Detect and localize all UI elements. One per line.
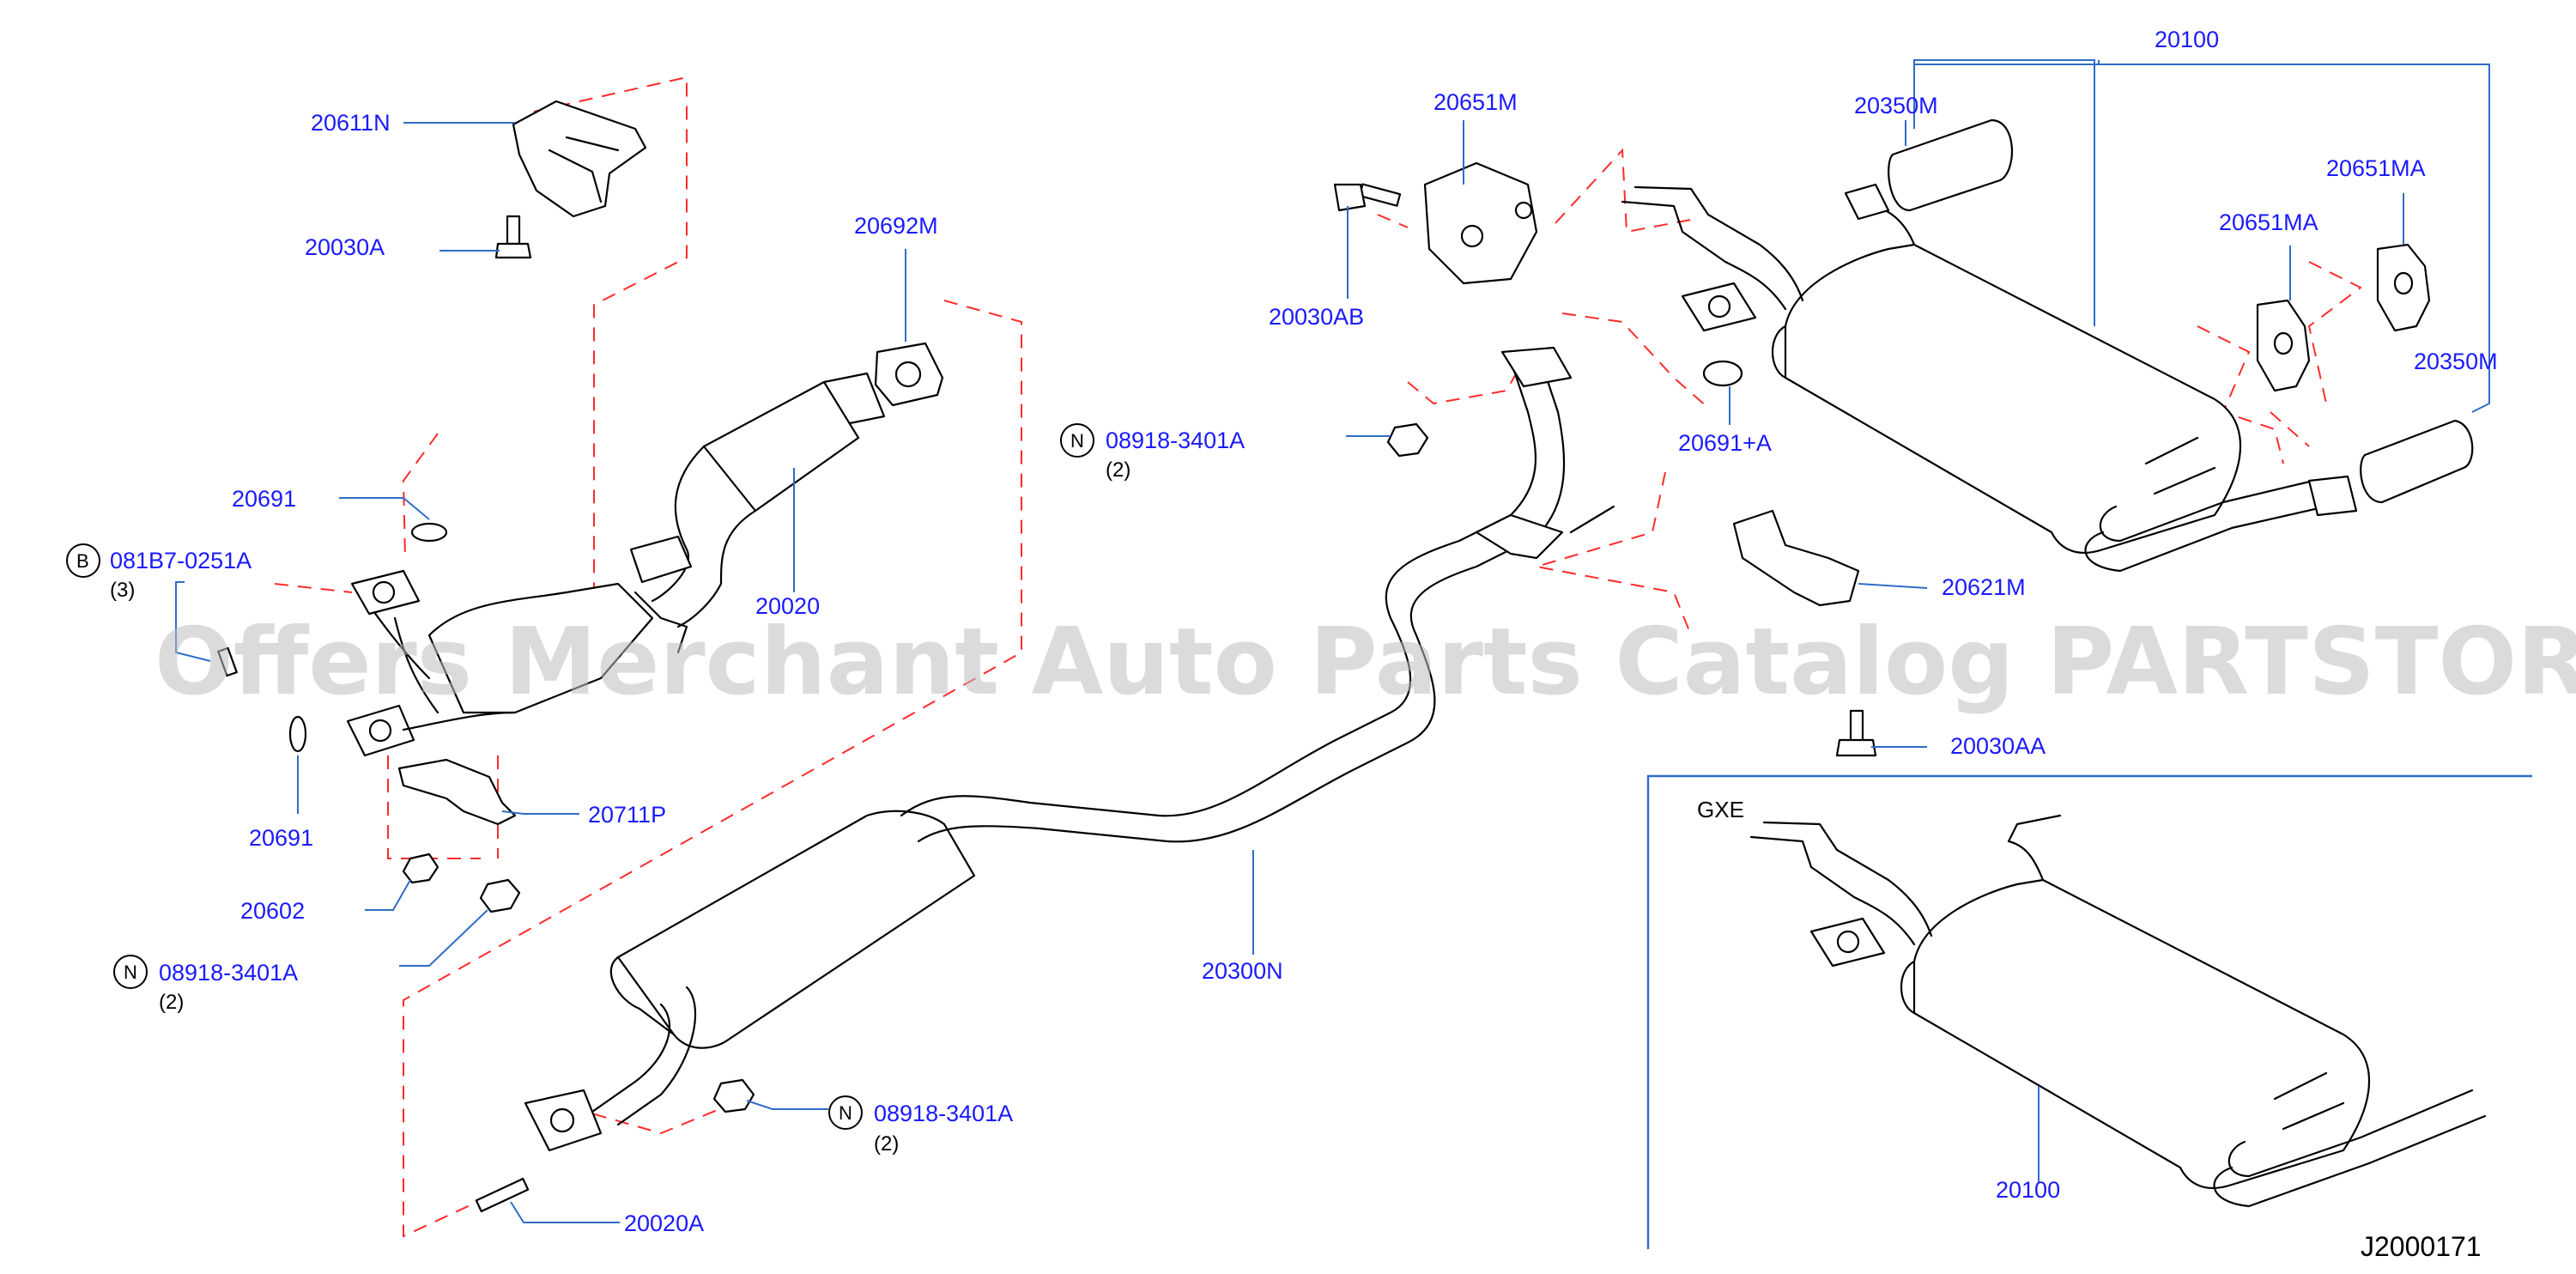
svg-text:N: N: [1070, 430, 1084, 452]
svg-text:B: B: [76, 550, 89, 572]
svg-text:N: N: [839, 1102, 852, 1124]
assembly-guide-lines: [274, 76, 2362, 1238]
label-20030AA[interactable]: 20030AA: [1950, 733, 2046, 759]
label-20692M[interactable]: 20692M: [854, 213, 938, 239]
label-20621M[interactable]: 20621M: [1942, 574, 2026, 600]
label-20611N[interactable]: 20611N: [311, 110, 391, 136]
seal-ring-20691-lower[interactable]: [288, 715, 307, 753]
gxe-inset: [1646, 774, 2532, 1249]
label-08918-3401A-top[interactable]: 08918-3401A: [1106, 428, 1245, 453]
label-inset-20100[interactable]: 20100: [1996, 1177, 2060, 1203]
exhaust-manifold-group: [217, 100, 944, 913]
inset-muffler-20100[interactable]: [1912, 878, 2371, 1189]
label-20030A[interactable]: 20030A: [305, 234, 385, 260]
bolt-20030AB[interactable]: [1333, 183, 1402, 212]
label-20020[interactable]: 20020: [755, 593, 820, 619]
nut-20602[interactable]: [402, 852, 439, 884]
tail-finisher-20350M-upper[interactable]: [1888, 118, 2014, 212]
part-labels: 20611N 20030A 20692M 20691 B 081B7-0251A…: [66, 27, 2498, 1262]
nut-08918-3401A-left[interactable]: [479, 878, 521, 913]
qty-08918-bottom: (2): [874, 1132, 899, 1156]
bracket-20611N[interactable]: [512, 100, 647, 218]
qty-08918-top: (2): [1106, 458, 1130, 482]
watermark-text: Offers Merchant Auto Parts Catalog PARTS…: [155, 609, 2576, 716]
svg-text:N: N: [124, 962, 137, 983]
label-20651MA-right[interactable]: 20651MA: [2326, 155, 2426, 181]
bracket-20711P[interactable]: [397, 758, 517, 826]
bolt-20030A[interactable]: [494, 215, 532, 259]
label-20100[interactable]: 20100: [2155, 27, 2219, 52]
main-muffler-group: [1333, 118, 2474, 757]
bolt-081B7-0251A[interactable]: [217, 646, 238, 677]
mount-20651M[interactable]: [1423, 161, 1538, 285]
nut-08918-3401A-top[interactable]: [1386, 422, 1429, 458]
label-20350M-lower[interactable]: 20350M: [2414, 349, 2498, 374]
nut-prefix-badge-2: N: [828, 1095, 863, 1130]
front-pipe-20020[interactable]: [629, 372, 886, 628]
nut-prefix-badge-1: N: [113, 955, 148, 989]
label-20651MA-left[interactable]: 20651MA: [2219, 209, 2318, 235]
seal-ring-20691A[interactable]: [1702, 360, 1743, 387]
bolt-prefix-badge: B: [66, 543, 100, 578]
label-20691A[interactable]: 20691+A: [1678, 430, 1772, 456]
nut-08918-3401A-bottom[interactable]: [712, 1078, 755, 1113]
label-20350M-upper[interactable]: 20350M: [1854, 93, 1938, 118]
label-08918-3401A-left[interactable]: 08918-3401A: [159, 960, 298, 986]
label-20020A[interactable]: 20020A: [624, 1210, 704, 1236]
stud-20020A[interactable]: [475, 1177, 530, 1213]
label-20030AB[interactable]: 20030AB: [1269, 304, 1364, 330]
qty-08918-left: (2): [159, 991, 184, 1014]
manifold-catalyst[interactable]: [346, 569, 688, 757]
label-20300N[interactable]: 20300N: [1202, 958, 1283, 984]
diagram-code: J2000171: [2361, 1231, 2482, 1262]
center-pipe-group: [475, 346, 1615, 1213]
label-20711P[interactable]: 20711P: [588, 802, 666, 828]
label-081B7-0251A[interactable]: 081B7-0251A: [110, 548, 252, 573]
pre-muffler-20300N[interactable]: [616, 810, 976, 1049]
qty-081B7: (3): [110, 579, 135, 602]
label-08918-3401A-bottom[interactable]: 08918-3401A: [874, 1101, 1013, 1126]
bracket-20621M[interactable]: [1732, 509, 1860, 607]
bolt-20030AA[interactable]: [1835, 709, 1877, 757]
seal-ring-20691-upper[interactable]: [410, 522, 448, 543]
label-20691-lower[interactable]: 20691: [249, 825, 313, 851]
inset-title: GXE: [1697, 797, 1744, 822]
label-20651M[interactable]: 20651M: [1433, 89, 1518, 115]
label-20602[interactable]: 20602: [240, 898, 305, 924]
nut-prefix-badge-3: N: [1060, 423, 1094, 458]
center-pipe-20300N[interactable]: [900, 359, 1537, 817]
leader-lines: [175, 59, 2490, 1223]
tail-finisher-20350M-lower[interactable]: [2360, 419, 2474, 504]
label-20691-upper[interactable]: 20691: [232, 486, 296, 512]
main-muffler-20100[interactable]: [1784, 243, 2242, 554]
